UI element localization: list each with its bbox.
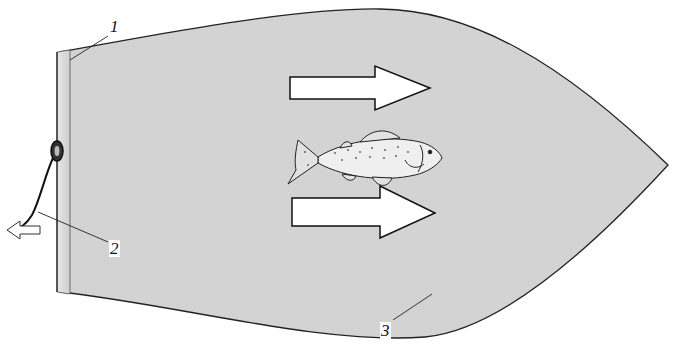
callout-number: 2 bbox=[109, 240, 120, 257]
tow-rope bbox=[10, 158, 53, 232]
mouth-frame bbox=[57, 50, 70, 294]
pull-arrow bbox=[7, 221, 40, 239]
fish bbox=[288, 131, 442, 185]
leader-line bbox=[393, 294, 432, 320]
mouth-edge bbox=[56, 52, 57, 292]
leader-line bbox=[38, 212, 108, 242]
net-body bbox=[60, 9, 668, 338]
flow-arrow bbox=[290, 66, 430, 110]
ring-hole bbox=[55, 146, 60, 156]
leader-line bbox=[70, 36, 108, 60]
callout-number: 1 bbox=[109, 18, 120, 35]
callout-number: 3 bbox=[380, 322, 391, 339]
flow-arrow bbox=[292, 186, 435, 238]
